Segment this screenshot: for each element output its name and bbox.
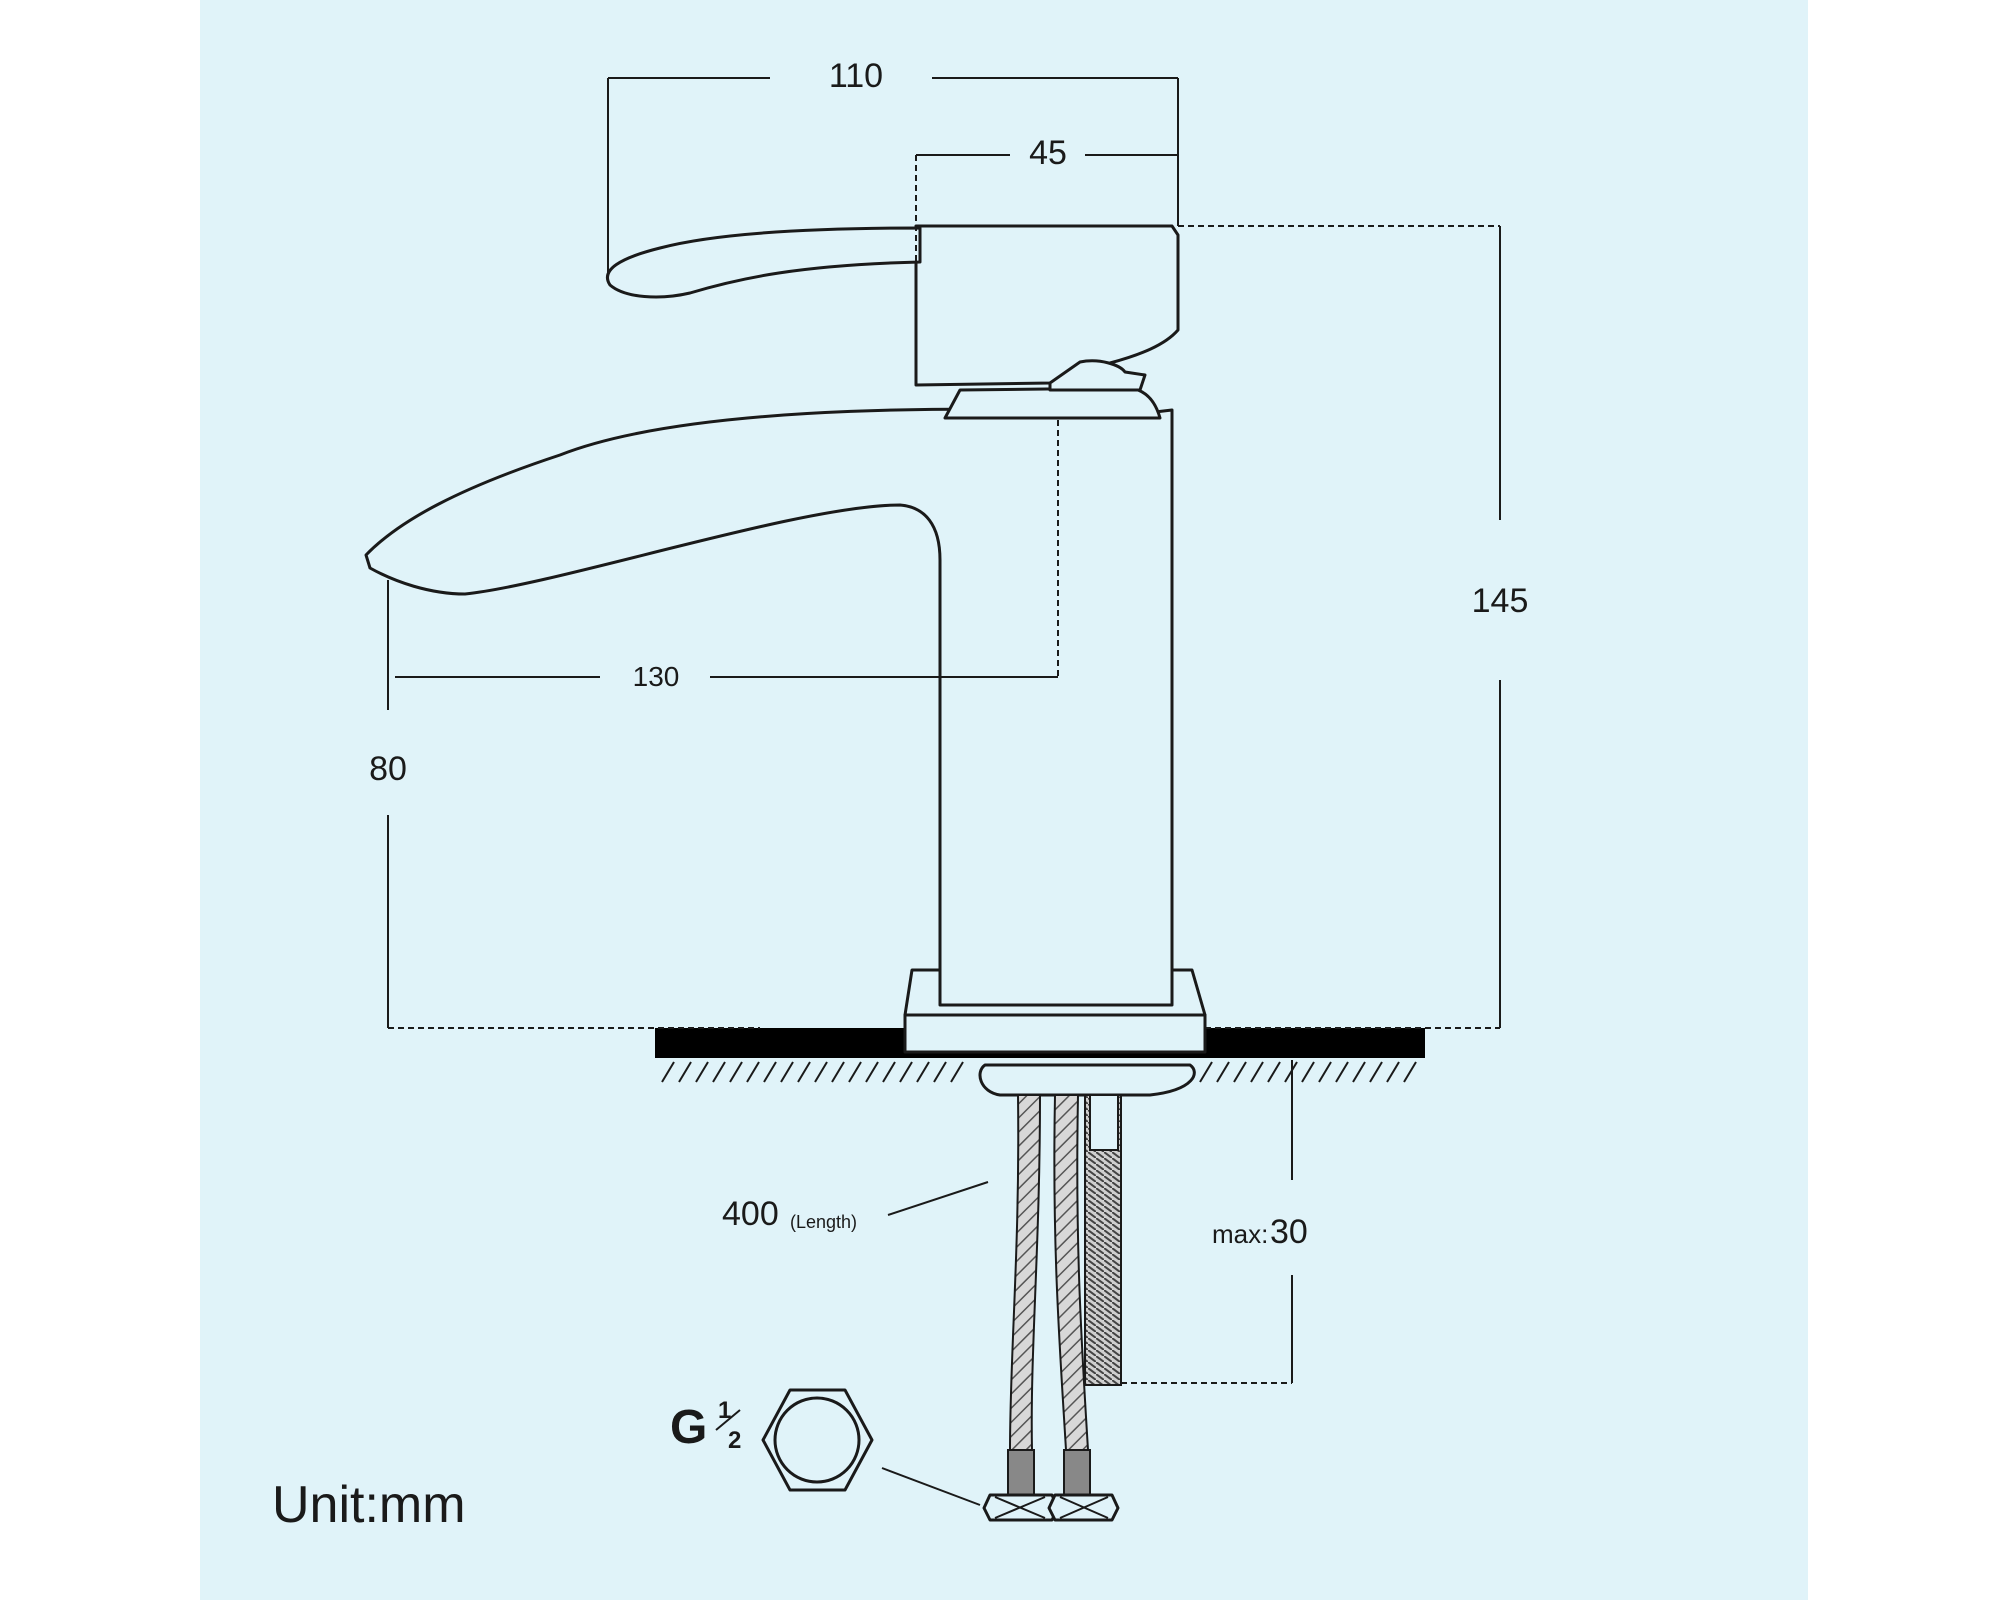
hatch-mark: [1352, 1061, 1366, 1083]
dim-hose-length-value: 400: [722, 1195, 779, 1233]
spout-and-column: [364, 407, 1174, 1007]
hatch-mark: [763, 1061, 777, 1083]
hatch-mark: [780, 1061, 794, 1083]
faucet-body: [364, 224, 1207, 1054]
hose-right-ferrule: [1063, 1449, 1091, 1496]
thread-letter: G: [670, 1401, 707, 1454]
hatch-mark: [729, 1061, 743, 1083]
dim-hose-length-unit: (Length): [790, 1212, 857, 1232]
hatch-mark: [1199, 1061, 1213, 1083]
hatch-mark: [1318, 1061, 1332, 1083]
hatch-mark: [933, 1061, 947, 1083]
hex-nut-bore: [773, 1396, 861, 1484]
dimension-lines: [387, 77, 1501, 1384]
thread-fraction-num: 1: [718, 1397, 731, 1424]
hatch-mark: [916, 1061, 930, 1083]
hatch-mark: [1301, 1061, 1315, 1083]
thread-fraction-den: 2: [728, 1427, 741, 1454]
hatch-mark: [678, 1061, 692, 1083]
underside-fittings: [978, 1063, 1196, 1522]
handle-stem: [1048, 359, 1147, 392]
hatch-mark: [695, 1061, 709, 1083]
hatch-mark: [712, 1061, 726, 1083]
hatch-mark: [831, 1061, 845, 1083]
hatch-mark: [1369, 1061, 1383, 1083]
dim-handle-body-width: 45: [1029, 134, 1067, 172]
hatch-mark: [865, 1061, 879, 1083]
base-plate: [903, 1013, 1207, 1054]
hatch-mark: [950, 1061, 964, 1083]
hose-left-ferrule: [1007, 1449, 1035, 1496]
rod-nut: [1089, 1094, 1119, 1151]
fixing-bracket: [978, 1063, 1196, 1097]
cartridge-ring: [943, 386, 1162, 420]
countertop-hatching: [661, 1061, 1417, 1083]
hatch-mark: [814, 1061, 828, 1083]
hose-left: [1008, 1094, 1042, 1451]
dim-spout-reach: 130: [633, 661, 680, 692]
hatch-mark: [848, 1061, 862, 1083]
hatch-mark: [1267, 1061, 1281, 1083]
hatch-mark: [1335, 1061, 1349, 1083]
handle-body: [914, 224, 1180, 387]
hatch-mark: [882, 1061, 896, 1083]
hatch-mark: [1250, 1061, 1264, 1083]
dim-total-height: 145: [1472, 582, 1529, 620]
hatch-mark: [1233, 1061, 1247, 1083]
hatch-mark: [746, 1061, 760, 1083]
hose-right: [1053, 1094, 1090, 1451]
dim-spout-height: 80: [369, 750, 407, 788]
hatch-mark: [1386, 1061, 1400, 1083]
dim-max-thickness-value: 30: [1270, 1213, 1308, 1251]
hatch-mark: [1403, 1061, 1417, 1083]
dim-max-thickness-label: max:: [1212, 1219, 1268, 1249]
hatch-mark: [899, 1061, 913, 1083]
hatch-mark: [797, 1061, 811, 1083]
connector-detail: G 1 2: [670, 1388, 981, 1506]
handle-lever: [606, 226, 922, 299]
hatch-mark: [661, 1061, 675, 1083]
hatch-mark: [1216, 1061, 1230, 1083]
unit-label: Unit:mm: [272, 1476, 466, 1534]
dim-handle-reach: 110: [829, 57, 883, 95]
